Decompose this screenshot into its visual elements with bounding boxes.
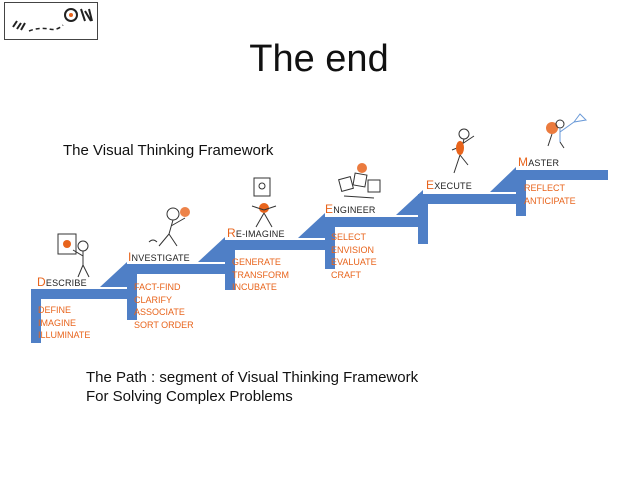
step-tread [418,194,516,204]
step-corner [396,190,423,215]
action-item: GENERATE [232,257,281,267]
stage-name: ESCRIBE [45,278,87,288]
logo-drawing-icon [12,8,93,32]
stage-initial: M [518,155,529,169]
stage-investigate: INVESTIGATE [128,250,190,264]
action-item: FACT-FIND [134,282,181,292]
action-item: SORT ORDER [134,319,194,330]
reimagine-actions: GENERATE TRANSFORM INCUBATE [232,256,289,294]
action-item: TRANSFORM [232,269,289,280]
execute-figure-icon [451,128,475,174]
master-figure-icon [546,113,588,149]
stage-initial: D [37,275,46,289]
footer-line: The Path : segment of Visual Thinking Fr… [86,369,419,386]
action-item: IMAGINE [38,317,77,328]
investigate-figure-icon [148,207,190,247]
stage-name: XECUTE [434,181,472,191]
action-item: REFLECT [524,183,566,193]
stage-engineer: ENGINEER [325,202,376,216]
step-riser [516,170,526,216]
footer-caption: The Path : segment of Visual Thinking Fr… [86,368,418,406]
stage-execute: EXECUTE [426,178,472,192]
step-tread [325,217,423,227]
action-item: ILLUMINATE [38,330,91,340]
stage-name: NVESTIGATE [131,253,190,263]
action-item: ANTICIPATE [524,195,576,206]
action-item: DEFINE [38,305,72,315]
describe-figure-icon [57,233,90,278]
step-tread [31,289,127,299]
stage-name: E-IMAGINE [235,229,285,239]
page-title: The end [249,38,389,80]
action-item: ENVISION [331,244,375,255]
stage-describe: DESCRIBE [37,275,87,289]
step-corner [198,237,225,262]
stage-initial: R [227,226,236,240]
step-tread [516,170,608,180]
step-corner [298,213,325,238]
stage-master: MASTER [518,155,559,169]
stage-name: NGINEER [333,205,376,215]
step-riser [127,264,137,320]
investigate-actions: FACT-FIND CLARIFY ASSOCIATE SORT ORDER [134,281,194,331]
action-item: ASSOCIATE [134,307,185,317]
step-corner [100,262,127,287]
master-actions: REFLECT ANTICIPATE [524,182,576,207]
stage-initial: E [426,178,435,192]
engineer-actions: SELECT ENVISION EVALUATE CRAFT [331,231,377,281]
describe-actions: DEFINE IMAGINE ILLUMINATE [38,304,90,342]
action-item: INCUBATE [232,282,277,292]
action-item: CLARIFY [134,294,173,305]
step-tread [127,264,225,274]
stage-name: ASTER [528,158,560,168]
logo [4,2,98,40]
framework-subtitle: The Visual Thinking Framework [63,142,274,159]
action-item: CRAFT [331,269,361,280]
action-item: EVALUATE [331,257,377,267]
step-riser [325,217,335,269]
stage-initial: E [325,202,334,216]
engineer-figure-icon [338,163,381,199]
step-riser [225,240,235,290]
stage-reimagine: RE-IMAGINE [227,226,285,240]
action-item: SELECT [331,232,367,242]
step-riser [31,289,41,343]
step-tread [225,240,325,250]
step-corner [490,167,516,192]
stage-initial: I [128,250,132,264]
step-riser [418,194,428,244]
footer-line: For Solving Complex Problems [86,388,293,405]
reimagine-figure-icon [251,177,277,228]
